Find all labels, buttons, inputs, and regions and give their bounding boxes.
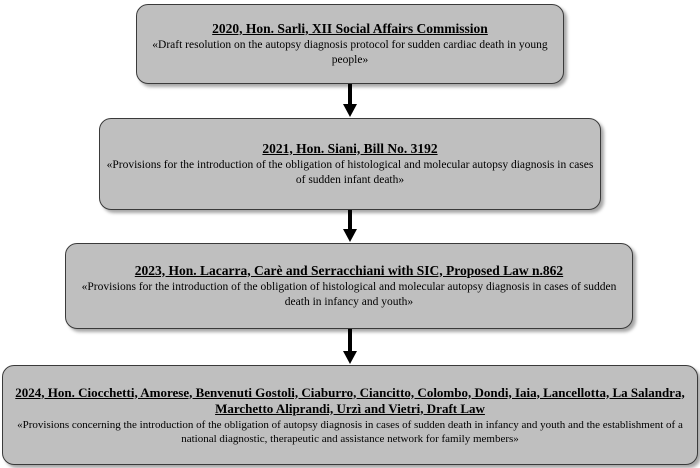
step-2024-title: 2024, Hon. Ciocchetti, Amorese, Benvenut…	[15, 384, 685, 416]
step-2024-description: «Provisions concerning the introduction …	[17, 418, 683, 445]
step-2021-box: 2021, Hon. Siani, Bill No. 3192 «Provisi…	[99, 118, 601, 210]
arrow-3-icon	[343, 329, 357, 364]
step-2024-box: 2024, Hon. Ciocchetti, Amorese, Benvenut…	[2, 365, 698, 465]
step-2023-description: «Provisions for the introduction of the …	[81, 280, 617, 308]
step-2021-description: «Provisions for the introduction of the …	[106, 158, 594, 186]
arrow-1-icon	[343, 84, 357, 117]
step-2023-box: 2023, Hon. Lacarra, Carè and Serracchian…	[65, 243, 633, 329]
step-2020-box: 2020, Hon. Sarli, XII Social Affairs Com…	[136, 4, 564, 84]
step-2020-title: 2020, Hon. Sarli, XII Social Affairs Com…	[212, 20, 488, 36]
step-2021-title: 2021, Hon. Siani, Bill No. 3192	[262, 140, 438, 156]
step-2020-description: «Draft resolution on the autopsy diagnos…	[152, 38, 548, 66]
step-2023-title: 2023, Hon. Lacarra, Carè and Serracchian…	[134, 262, 564, 278]
arrow-2-icon	[343, 210, 357, 242]
